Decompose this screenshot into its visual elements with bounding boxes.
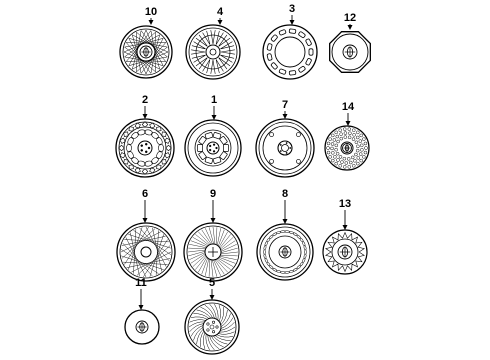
leader-arrow [217, 18, 223, 25]
callout-label: 11 [135, 277, 147, 289]
leader-arrow [347, 24, 353, 30]
leader-arrow [138, 289, 144, 310]
leader-arrow [345, 113, 351, 126]
wheel-part-7: 7 [255, 99, 315, 178]
wheel-turbine-drawing [184, 299, 240, 355]
wheel-fine-wire-drawing [183, 222, 243, 282]
callout-label: 8 [282, 188, 288, 200]
callout-label: 9 [210, 188, 216, 200]
wheel-part-5: 5 [184, 277, 240, 355]
leader-arrow [209, 289, 215, 300]
callout-label: 1 [211, 94, 217, 106]
wheel-wire-basket-drawing [119, 25, 173, 79]
leader-arrow [211, 106, 217, 120]
wheel-part-6: 6 [116, 188, 176, 282]
callout-label: 6 [142, 188, 148, 200]
wheel-part-8: 8 [256, 188, 314, 281]
leader-arrow [342, 210, 348, 230]
wheel-zigzag-emblem-drawing [322, 229, 368, 275]
wheel-dot-ring-drawing [256, 223, 314, 281]
wheel-part-10: 10 [119, 6, 173, 79]
wheel-slotted-ring-drawing [262, 24, 318, 80]
wheel-part-9: 9 [183, 188, 243, 282]
leader-arrow [142, 106, 148, 119]
leader-arrow [210, 200, 216, 223]
callout-label: 10 [145, 6, 157, 18]
leader-arrow [148, 18, 154, 25]
wheel-beaded-emblem-drawing [324, 125, 370, 171]
wheel-steel-plain-drawing [255, 118, 315, 178]
callout-label: 13 [339, 198, 351, 210]
callout-label: 2 [142, 94, 148, 106]
callout-label: 4 [217, 6, 224, 18]
callout-label: 12 [344, 12, 356, 24]
callout-label: 7 [282, 99, 288, 111]
wheel-lattice-drawing [115, 118, 175, 178]
wheel-part-2: 2 [115, 94, 175, 178]
wheel-part-13: 13 [322, 198, 368, 275]
wheel-part-1: 1 [184, 94, 242, 177]
wheel-part-4: 4 [185, 6, 241, 80]
wheel-part-3: 3 [262, 3, 318, 80]
wheel-part-11: 11 [124, 277, 160, 345]
callout-label: 14 [342, 101, 355, 113]
callout-label: 3 [289, 3, 295, 15]
wheel-center-cap-drawing [124, 309, 160, 345]
leader-arrow [282, 111, 288, 119]
wheel-part-12: 12 [329, 12, 371, 73]
wheel-emblem-cap-drawing [329, 31, 371, 73]
wheel-part-14: 14 [324, 101, 370, 171]
leader-arrow [282, 200, 288, 224]
leader-arrow [289, 15, 295, 25]
callout-label: 5 [209, 277, 215, 289]
wheel-steel-windows-drawing [184, 119, 242, 177]
wheel-spoke-fan-drawing [185, 24, 241, 80]
wheel-wire-cross-drawing [116, 222, 176, 282]
leader-arrow [142, 200, 148, 223]
